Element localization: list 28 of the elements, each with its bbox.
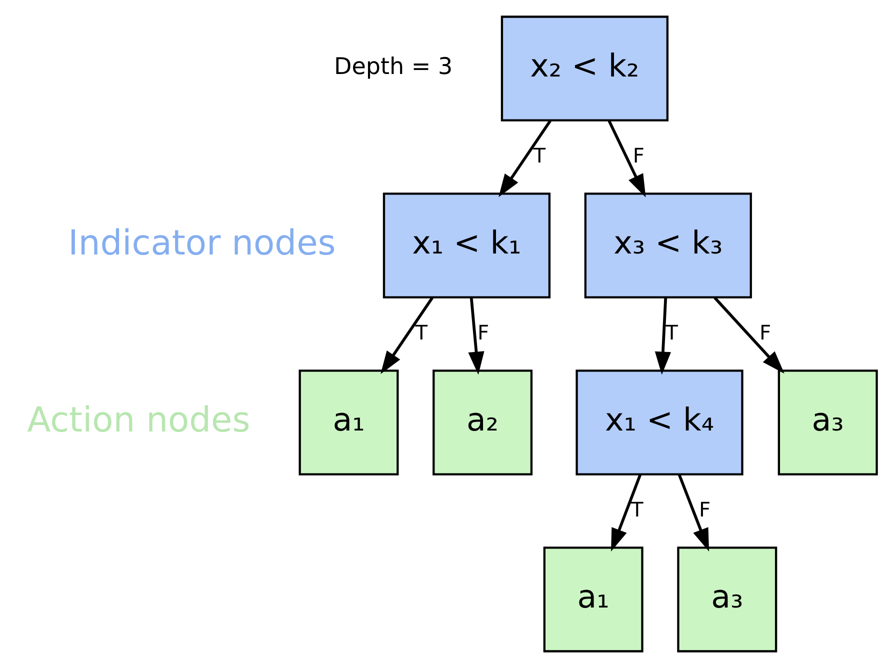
- edge-label: T: [415, 320, 428, 344]
- label: Action nodes: [27, 400, 250, 440]
- edge-label: F: [699, 497, 711, 522]
- label: Depth = 3: [334, 54, 453, 80]
- edge-label: T: [631, 497, 644, 522]
- node-box: a₂: [432, 370, 533, 476]
- arrow: [468, 298, 484, 375]
- arrow: [678, 474, 710, 552]
- node-box: x₃ < k₃: [584, 192, 752, 298]
- arrow: [608, 120, 646, 198]
- edge-label: T: [666, 320, 678, 344]
- edge-label: F: [759, 320, 772, 344]
- node-box: a₃: [778, 370, 878, 476]
- node-box: x₂ < k₂: [500, 16, 668, 122]
- node-box: a₁: [298, 370, 399, 476]
- arrow: [714, 296, 784, 374]
- arrow: [498, 120, 552, 198]
- arrow: [654, 298, 671, 375]
- node-box: x₁ < k₄: [576, 370, 744, 476]
- label: Indicator nodes: [68, 223, 336, 264]
- arrow: [611, 474, 642, 552]
- arrow: [380, 296, 434, 374]
- node-box: x₁ < k₁: [382, 192, 551, 298]
- edge-label: T: [533, 143, 546, 168]
- edge-label: F: [477, 320, 490, 344]
- edge-label: F: [632, 143, 644, 168]
- node-box: a₁: [543, 546, 644, 652]
- node-box: a₃: [677, 546, 778, 652]
